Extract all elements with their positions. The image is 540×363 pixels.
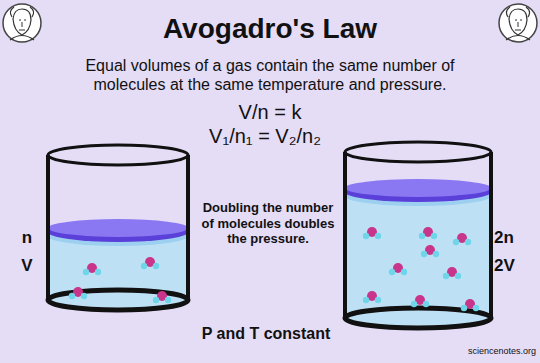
watermark: sciencenotes.org [430,346,536,357]
portrait-icon [3,4,41,42]
amount-label: n [14,228,40,248]
title: Avogadro's Law [60,12,480,46]
condition-label: P and T constant [196,324,336,343]
note: Doubling the number of molecules doubles… [198,200,338,247]
cylinder-left [48,145,188,310]
description: Equal volumes of a gas contain the same … [55,56,485,94]
cylinder-right [345,142,491,328]
volume-label: 2V [494,256,536,276]
equation: V/n = k [170,100,370,124]
volume-label: V [14,256,40,276]
portrait-icon [499,4,537,42]
equation: V₁/n₁ = V₂/n₂ [190,124,340,148]
amount-label: 2n [494,228,536,248]
